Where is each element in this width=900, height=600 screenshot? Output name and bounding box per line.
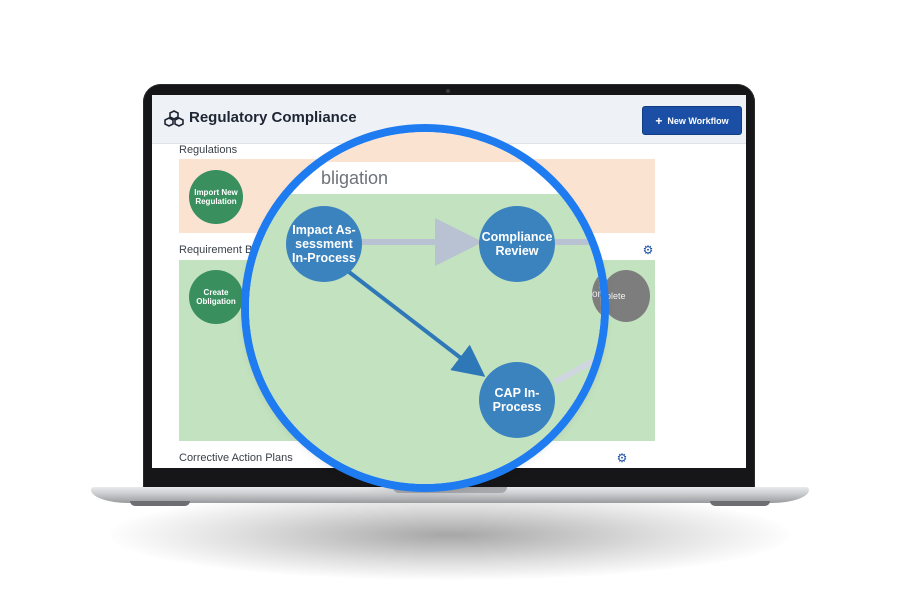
laptop-notch bbox=[393, 487, 507, 493]
laptop-foot-right bbox=[710, 501, 770, 506]
complete-node[interactable]: plete bbox=[602, 270, 650, 322]
magnifier-lens: bligation Impact As-sessment In-Process … bbox=[249, 132, 601, 484]
gear-icon[interactable]: ⚙ bbox=[616, 451, 628, 465]
cubes-icon bbox=[164, 110, 184, 127]
magnified-connectors bbox=[347, 218, 601, 385]
laptop-foot-left bbox=[130, 501, 190, 506]
camera-dot bbox=[446, 89, 450, 93]
laptop-base bbox=[91, 487, 809, 503]
gear-icon[interactable]: ⚙ bbox=[642, 243, 654, 257]
compliance-review-node[interactable]: Compliance Review bbox=[479, 206, 555, 282]
magnified-regulations-lane bbox=[249, 132, 601, 162]
new-workflow-button[interactable]: + New Workflow bbox=[642, 106, 742, 135]
import-regulation-node[interactable]: Import New Regulation bbox=[189, 170, 243, 224]
magnified-complete-node[interactable]: omplete bbox=[592, 266, 601, 322]
app-title: Regulatory Compliance bbox=[189, 109, 357, 126]
plus-icon: + bbox=[655, 113, 663, 128]
impact-assessment-node[interactable]: Impact As-sessment In-Process bbox=[286, 206, 362, 282]
section-regulations: Regulations bbox=[179, 144, 238, 156]
cap-in-process-node[interactable]: CAP In-Process bbox=[479, 362, 555, 438]
new-workflow-label: New Workflow bbox=[667, 115, 729, 126]
create-obligation-node[interactable]: Create Obligation bbox=[189, 270, 243, 324]
magnified-lane-title: bligation bbox=[321, 168, 389, 188]
laptop-shadow bbox=[110, 490, 790, 580]
section-requirement: Requirement Bre bbox=[179, 244, 263, 256]
